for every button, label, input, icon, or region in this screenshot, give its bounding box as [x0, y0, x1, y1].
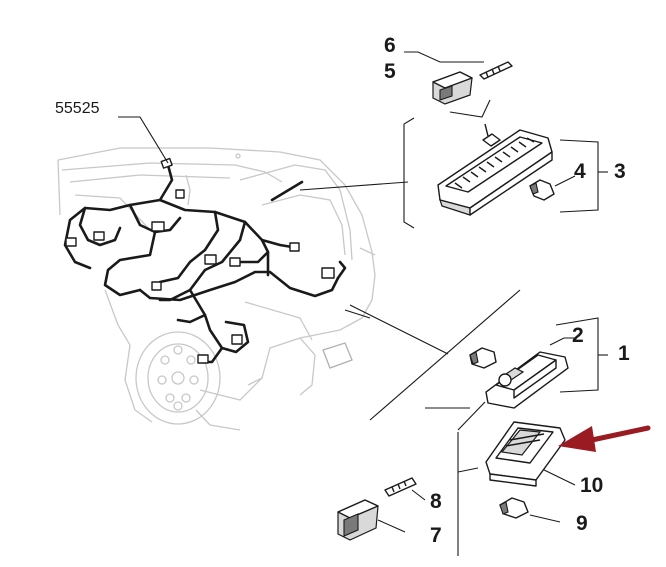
- label-8: 8: [430, 490, 442, 513]
- part-8-terminal: [384, 477, 417, 497]
- label-1: 1: [618, 342, 630, 365]
- part-4-bulb: [529, 179, 555, 201]
- label-9: 9: [576, 512, 588, 535]
- part-7-connector: [337, 499, 379, 541]
- label-3: 3: [614, 160, 626, 183]
- callout-labels: 55525 6 5 4 3 2 1 10 8 9 7: [55, 34, 630, 547]
- label-6: 6: [384, 34, 396, 57]
- part-5-connector: [432, 71, 473, 105]
- highlight-arrow: [558, 425, 651, 452]
- third-brake-light-location: [270, 180, 304, 202]
- label-7: 7: [430, 524, 442, 547]
- label-10: 10: [580, 474, 603, 497]
- leader-lines: [118, 51, 608, 556]
- label-5: 5: [384, 60, 396, 83]
- wiring-harness: [63, 157, 347, 364]
- part-10-licence-plate-lamp: [485, 421, 566, 487]
- third-brake-light-cells: [454, 137, 535, 189]
- part-9-bulb: [499, 497, 529, 519]
- rear-wheel: [135, 331, 221, 425]
- part-6-terminal: [479, 61, 513, 80]
- label-4: 4: [574, 160, 586, 183]
- label-2: 2: [572, 324, 584, 347]
- label-harness: 55525: [55, 100, 100, 117]
- part-1-licence-plate-lamp: [485, 351, 569, 409]
- car-body-outline: [57, 147, 376, 431]
- part-2-bulb: [469, 347, 497, 369]
- part-3-third-brake-light: [437, 123, 553, 216]
